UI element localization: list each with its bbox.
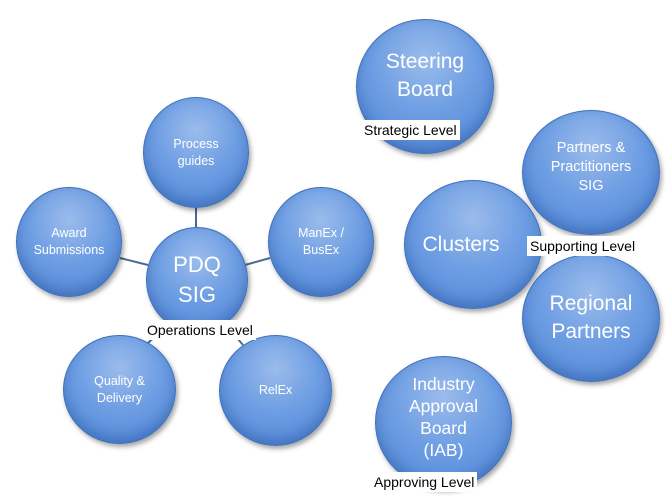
node-clusters-label: Clusters [422, 232, 500, 256]
node-relex: RelEx [219, 335, 332, 446]
node-regional-partners: Regional Partners [522, 254, 660, 382]
label-operations-level: Operations Level [144, 320, 256, 340]
node-clusters: Clusters [404, 180, 542, 309]
node-relex-label: RelEx [258, 383, 293, 397]
node-industry-approval-board-label: Industry Approval Board (IAB) [408, 373, 479, 460]
node-partners-practitioners-sig: Partners & Practitioners SIG [522, 110, 660, 235]
connector-hub-award-submissions [119, 257, 149, 266]
connector-hub-manex-busex [244, 257, 271, 266]
node-industry-approval-board: Industry Approval Board (IAB) [375, 356, 512, 489]
node-partners-practitioners-label: Partners & Practitioners SIG [550, 140, 632, 194]
node-process-guides: Process guides [143, 97, 249, 208]
node-manex-busex-label: ManEx / BusEx [298, 226, 344, 257]
node-pdq-sig-hub: PDQ SIG [146, 227, 248, 333]
node-award-submissions: Award Submissions [16, 187, 122, 297]
label-approving-level: Approving Level [371, 472, 478, 492]
node-quality-delivery: Quality & Delivery [63, 335, 176, 444]
label-strategic-level: Strategic Level [361, 120, 460, 140]
node-award-submissions-label: Award Submissions [33, 226, 105, 257]
label-supporting-level: Supporting Level [527, 236, 639, 256]
node-regional-partners-label: Regional Partners [549, 292, 633, 343]
node-pdq-sig-label: PDQ SIG [173, 252, 221, 307]
node-steering-board-label: Steering Board [385, 49, 465, 101]
node-quality-delivery-label: Quality & Delivery [94, 373, 145, 405]
node-process-guides-label: Process guides [173, 136, 219, 168]
node-manex-busex: ManEx / BusEx [268, 187, 374, 297]
